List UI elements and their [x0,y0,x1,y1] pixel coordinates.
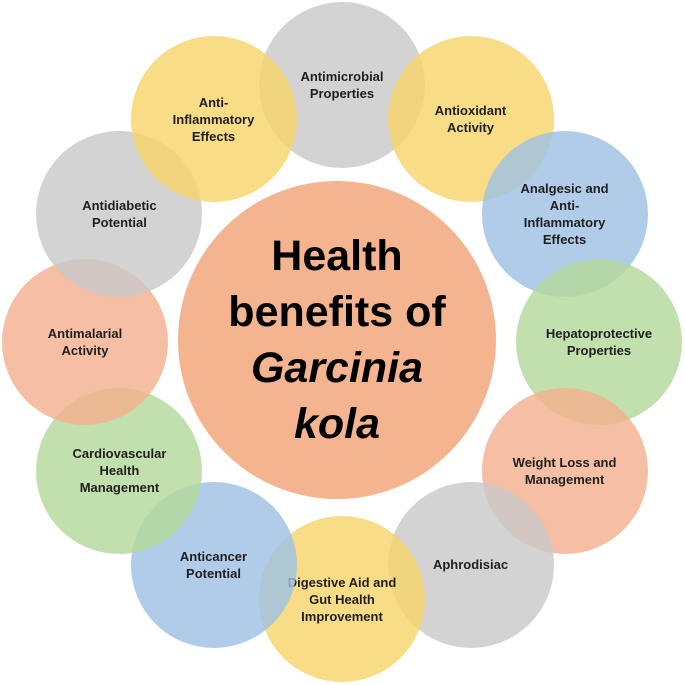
benefit-label-antimalarial: Antimalarial Activity [47,326,123,358]
benefit-label-hepatoprotective: Hepatoprotective Properties [545,326,653,358]
benefit-label-analgesic: Analgesic and Anti- Inflammatory Effects [520,180,609,247]
benefit-label-aphrodisiac: Aphrodisiac [432,557,509,573]
benefit-label-digestive-aid: Digestive Aid and Gut Health Improvement [287,574,397,624]
center-title-species-epithet: kola [293,400,381,448]
center-title-line2: benefits of [228,288,446,336]
benefit-label-antimicrobial: Antimicrobial Properties [300,69,384,101]
center-title-line3: Garcinia [228,340,445,396]
center-title-species-genus: Garcinia [250,344,424,392]
center-title-line1: Health [271,232,403,280]
benefit-label-anti-inflammatory: Anti- Inflammatory Effects [172,94,255,144]
center-circle: Health benefits of Garcinia kola [178,181,496,499]
benefit-label-antioxidant: Antioxidant Activity [434,103,507,136]
benefit-circle-anti-inflammatory: Anti- Inflammatory Effects [130,36,297,203]
benefit-label-weight-loss: Weight Loss and Management [512,454,617,487]
center-title-line4: kola [228,396,445,452]
benefit-label-cardiovascular: Cardiovascular Health Management [72,446,167,495]
center-title: Health benefits of Garcinia kola [228,228,445,452]
benefit-label-antidiabetic: Antidiabetic Potential [82,197,157,230]
benefit-label-anticancer: Anticancer Potential [179,548,248,581]
